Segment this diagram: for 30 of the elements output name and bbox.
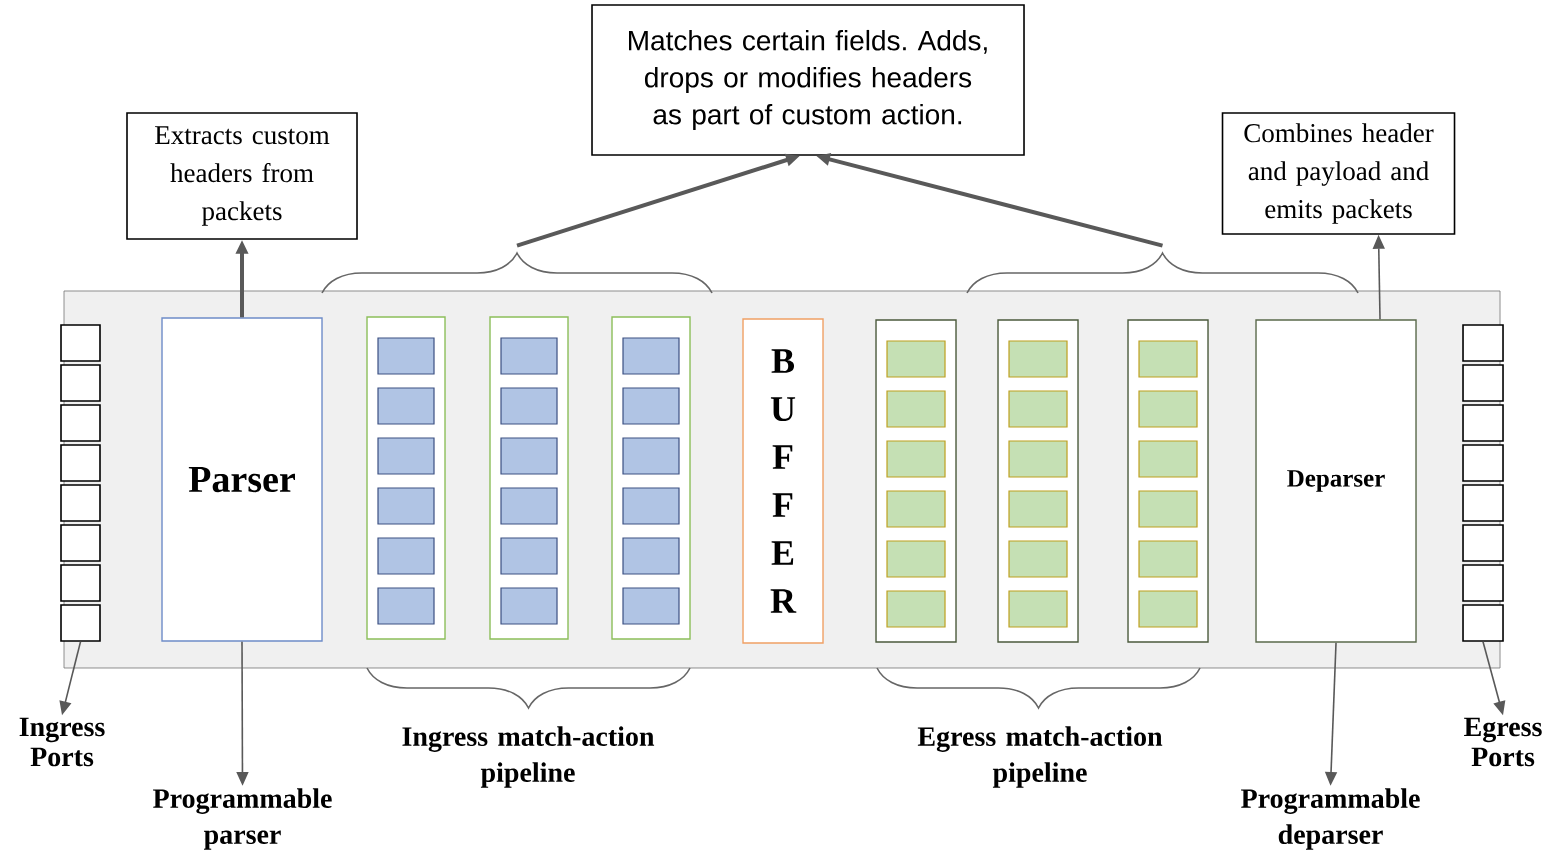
component-label: Programmable deparser bbox=[1241, 788, 1420, 850]
callout-box: Extracts custom headers from packets bbox=[126, 112, 358, 240]
deparser-box: Deparser bbox=[1255, 319, 1417, 643]
callout-box: Combines header and payload and emits packets bbox=[1221, 112, 1456, 235]
port-square bbox=[60, 364, 101, 402]
port-square bbox=[1462, 324, 1504, 362]
port-square bbox=[60, 324, 101, 362]
port-square bbox=[60, 484, 101, 522]
parser-box: Parser bbox=[161, 317, 323, 642]
port-square bbox=[1462, 444, 1504, 482]
brace bbox=[321, 252, 713, 294]
port-square bbox=[60, 564, 101, 602]
port-label: Ingress Ports bbox=[19, 717, 105, 767]
port-square bbox=[60, 444, 101, 482]
component-label: Programmable parser bbox=[153, 788, 332, 850]
port-square bbox=[60, 404, 101, 442]
port-square bbox=[1462, 604, 1504, 642]
port-square bbox=[1462, 404, 1504, 442]
port-square bbox=[1462, 484, 1504, 522]
callout-box: Matches certain fields. Adds, drops or modifies headers as part of custom action. bbox=[591, 4, 1025, 156]
port-square bbox=[1462, 564, 1504, 602]
brace bbox=[966, 252, 1359, 294]
port-square bbox=[1462, 364, 1504, 402]
port-label: Egress Ports bbox=[1464, 717, 1542, 767]
buffer-box: B U F F E R bbox=[742, 318, 824, 644]
port-square bbox=[60, 524, 101, 562]
pipeline-label: Ingress match-action pipeline bbox=[402, 726, 655, 788]
port-square bbox=[60, 604, 101, 642]
pipeline-label: Egress match-action pipeline bbox=[917, 726, 1163, 788]
port-square bbox=[1462, 524, 1504, 562]
